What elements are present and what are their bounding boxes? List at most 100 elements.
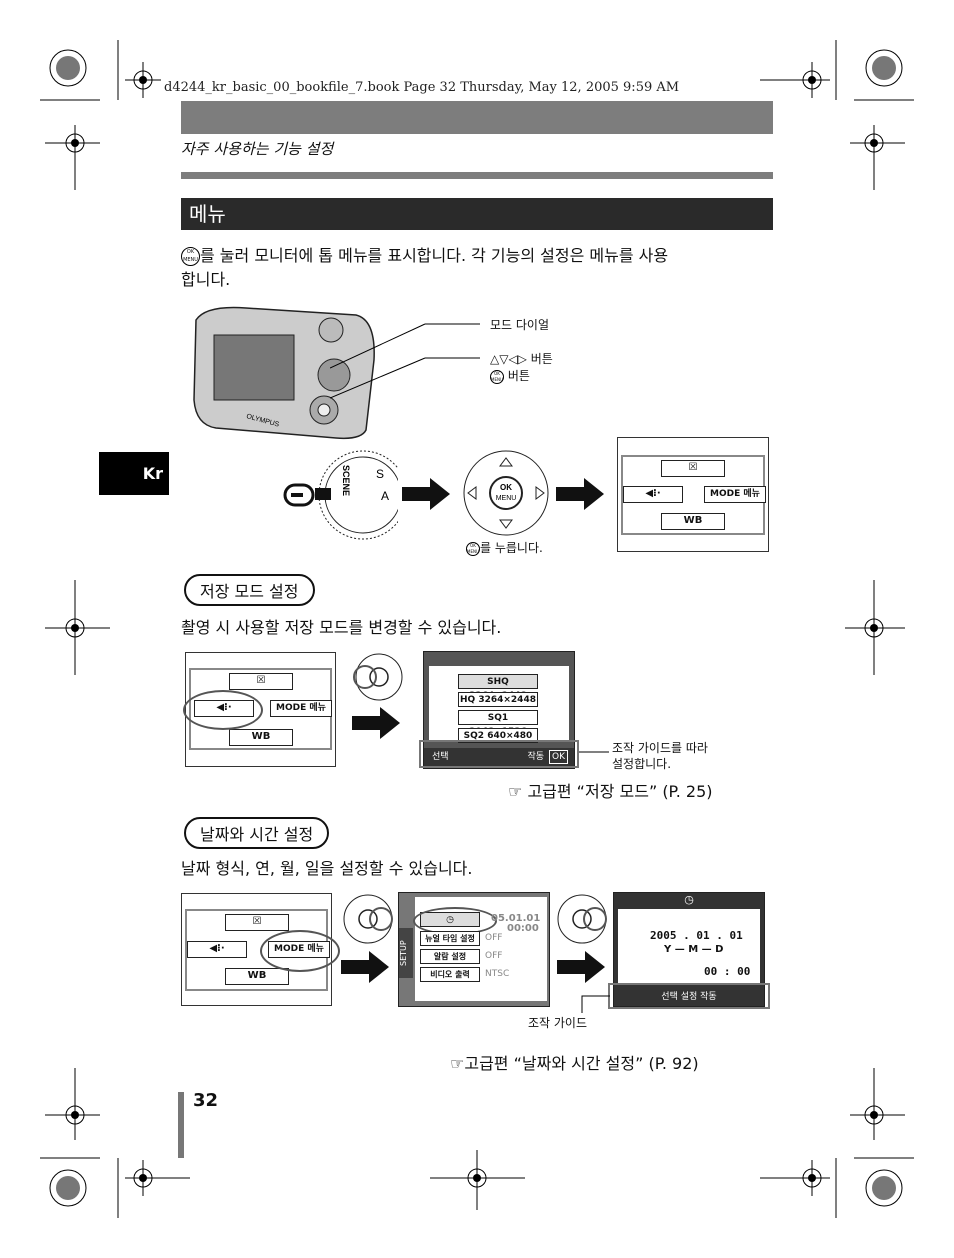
page-number-rule: [178, 1092, 184, 1158]
header-rule: [181, 172, 773, 179]
guide-run: 작동: [527, 752, 544, 762]
datetime-panel: [618, 909, 760, 985]
step-arrow: [380, 707, 400, 739]
guide-ok: OK: [549, 750, 568, 764]
dial-scene: SCENE: [341, 465, 351, 496]
section-title: 메뉴: [181, 198, 773, 230]
setup-value-3: NTSC: [485, 969, 510, 979]
arrow-shaft: [402, 487, 432, 501]
ok-pad-left: [353, 653, 403, 701]
menu-mode: MODE 메뉴: [270, 700, 332, 717]
setup-time-value: 00:00: [507, 923, 539, 934]
print-header: d4244_kr_basic_00_bookfile_7.book Page 3…: [164, 80, 680, 95]
arrow-shaft: [341, 960, 371, 974]
datetime-guide-callout: 조작 가이드: [528, 1016, 588, 1030]
menu-mode: MODE 메뉴: [704, 486, 766, 503]
save-mode-desc: 촬영 시 사용할 저장 모드를 변경할 수 있습니다.: [181, 618, 502, 637]
menu-quality: ◀⁝·: [623, 486, 683, 503]
menu-exposure: ☒: [661, 460, 725, 477]
menu-text: MENU: [496, 495, 517, 502]
setup-value-2: OFF: [485, 951, 503, 961]
datetime-screen: ◷ 2005 . 01 . 01 Y — M — D 00 : 00 선택 설정…: [613, 892, 765, 1007]
step-arrow: [430, 478, 450, 510]
callout-lines: [330, 323, 480, 399]
save-guide-callout-2: 설정합니다.: [612, 757, 672, 771]
header-bar: [181, 101, 773, 134]
clock-title-icon: ◷: [684, 893, 694, 906]
arrow-buttons-label: △▽◁▷ 버튼: [490, 352, 553, 366]
menu-wb: WB: [661, 513, 725, 530]
chapter-title: 자주 사용하는 기능 설정: [181, 140, 334, 158]
save-mode-screen-1: ☒ ◀⁝· MODE 메뉴 WB: [183, 652, 336, 767]
setup-tab: SETUP: [399, 928, 413, 978]
intro-line-2: 합니다.: [181, 270, 231, 289]
intro-text-1: 를 눌러 모니터에 톱 메뉴를 표시합니다. 각 기능의 설정은 메뉴를 사용: [200, 246, 669, 265]
highlight-oval: [183, 690, 263, 730]
datetime-ref-text: 고급편 “날짜와 시간 설정” (P. 92): [464, 1054, 699, 1073]
setup-item-3: 비디오 출력: [420, 967, 480, 982]
setup-screen: SETUP ◷ 뉴얼 타임 설정 알람 설정 비디오 출력 05.01.01 0…: [398, 892, 550, 1007]
setup-value-1: OFF: [485, 933, 503, 943]
ok-text: OK: [500, 483, 512, 492]
ymd-format: Y — M — D: [664, 944, 724, 955]
datetime-desc: 날짜 형식, 연, 월, 일을 설정할 수 있습니다.: [181, 859, 473, 878]
guide-highlight: [419, 740, 579, 768]
datetime-guide-bar: 선택 설정 작동: [661, 992, 717, 1002]
save-guide-callout-1: 조작 가이드를 따라: [612, 741, 708, 755]
save-mode-screen-2: SHQ 3264×2448 HQ 3264×2448 SQ1 2048×1536…: [423, 651, 575, 769]
save-mode-reference: ☞ 고급편 “저장 모드” (P. 25): [508, 778, 713, 802]
step-arrow: [584, 478, 604, 510]
reference-icon: ☞: [450, 1054, 465, 1073]
callout-line: [581, 995, 610, 1013]
press-ok-text: 를 누릅니다.: [480, 541, 543, 555]
menu-exposure: ☒: [229, 673, 293, 690]
menu-quality: ◀⁝·: [187, 941, 247, 958]
ok-pad-right: [343, 894, 393, 944]
ok-pad-diagram: OK MENU: [463, 450, 549, 536]
language-tab: Kr: [99, 452, 169, 495]
datetime-reference: ☞고급편 “날짜와 시간 설정” (P. 92): [450, 1050, 699, 1074]
option-shq: SHQ 3264×2448: [458, 674, 538, 701]
camera-illustration: OLYMPUS: [193, 306, 375, 440]
dial-s: S: [376, 467, 384, 481]
guide-select: 선택: [432, 752, 449, 762]
ok-pad-right-2: [557, 894, 607, 944]
option-sq2: SQ2 640×480: [458, 728, 538, 743]
setup-item-2: 알람 설정: [420, 949, 480, 964]
datetime-screen-1: ☒ ◀⁝· MODE 메뉴 WB: [181, 893, 340, 1006]
setup-date-value: 05.01.01: [491, 913, 541, 924]
top-menu-screen: ☒ ◀⁝· MODE 메뉴 WB: [617, 437, 769, 552]
menu-wb: WB: [225, 968, 289, 985]
save-mode-ref-text: 고급편 “저장 모드” (P. 25): [527, 782, 713, 801]
mode-dial-label: 모드 다이얼: [490, 318, 550, 332]
time-value: 00 : 00: [704, 965, 751, 978]
setup-item-1: 뉴얼 타임 설정: [420, 931, 480, 946]
dial-a: A: [381, 489, 389, 503]
menu-wb: WB: [229, 729, 293, 746]
ok-button-text: 버튼: [507, 369, 530, 383]
save-mode-heading: 저장 모드 설정: [184, 574, 315, 606]
reference-icon: ☞: [508, 782, 523, 801]
date-value: 2005 . 01 . 01: [650, 929, 743, 942]
step-arrow: [369, 951, 389, 983]
guide-bar: 선택 작동 OK: [424, 748, 574, 766]
page-number: 32: [193, 1090, 219, 1111]
mode-dial-diagram: SCENE S A: [283, 450, 398, 540]
highlight-oval: [260, 930, 340, 972]
callout-line: [579, 751, 609, 753]
arrow-shaft: [352, 716, 382, 730]
arrow-shaft: [556, 487, 586, 501]
guide-highlight: [608, 983, 770, 1009]
menu-exposure: ☒: [225, 914, 289, 931]
option-hq: HQ 3264×2448: [458, 692, 538, 707]
step-arrow: [585, 951, 605, 983]
arrow-shaft: [557, 960, 587, 974]
datetime-heading: 날짜와 시간 설정: [184, 817, 330, 849]
